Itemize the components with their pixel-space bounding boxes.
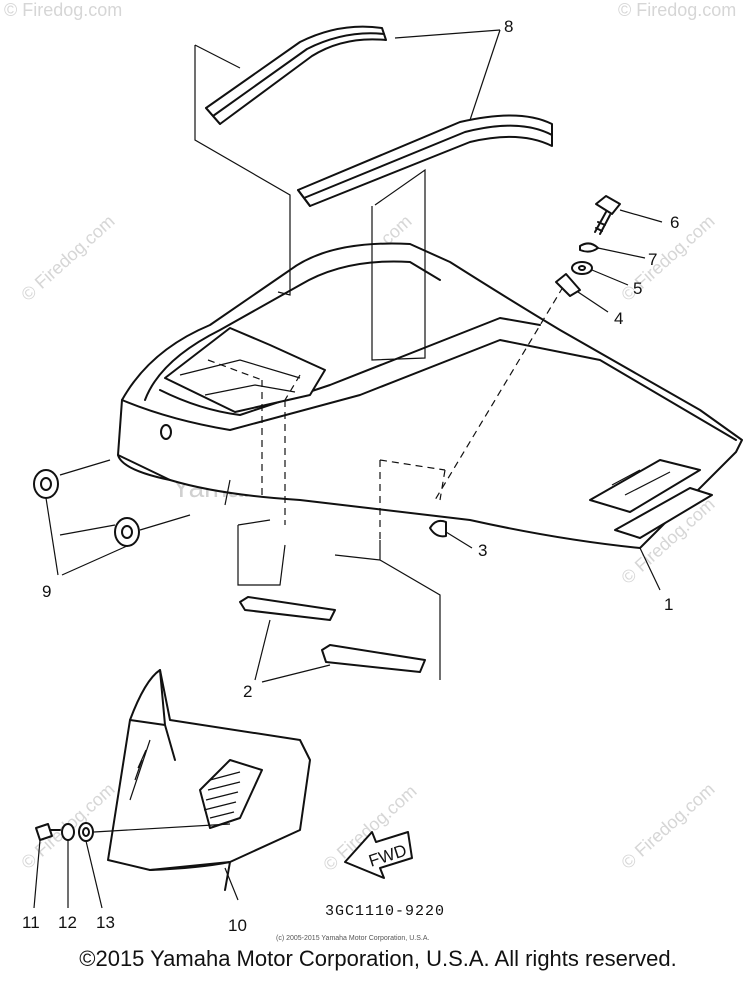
watermark-tr: © Firedog.com bbox=[618, 0, 736, 20]
part-4-grommet bbox=[555, 273, 609, 313]
tiny-copyright: (c) 2005-2015 Yamaha Motor Corporation, … bbox=[276, 935, 429, 942]
label-13: 13 bbox=[96, 913, 115, 932]
watermark-right-lower: © Firedog.com bbox=[617, 779, 718, 873]
part-6-bolt bbox=[594, 195, 663, 235]
label-leaders bbox=[394, 29, 661, 591]
part-number-labels: 8 6 7 5 4 3 1 9 2 11 12 13 10 bbox=[22, 17, 679, 935]
label-9: 9 bbox=[42, 582, 51, 601]
part-8-trim-strips bbox=[205, 25, 553, 207]
label-2: 2 bbox=[243, 682, 252, 701]
label-3: 3 bbox=[478, 541, 487, 560]
label-10: 10 bbox=[228, 916, 247, 935]
label-8: 8 bbox=[504, 17, 513, 36]
part-3-clip bbox=[429, 519, 473, 549]
drawing-code: 3GC1110-9220 bbox=[325, 903, 445, 920]
label-7: 7 bbox=[648, 250, 657, 269]
guide-lines bbox=[59, 44, 564, 680]
watermark-tl: © Firedog.com bbox=[4, 0, 122, 20]
label-5: 5 bbox=[633, 279, 642, 298]
part-10-lower-apron bbox=[107, 669, 311, 901]
footer-copyright: ©2015 Yamaha Motor Corporation, U.S.A. A… bbox=[79, 946, 677, 971]
label-4: 4 bbox=[614, 309, 623, 328]
part-9-grommets bbox=[33, 469, 140, 576]
label-12: 12 bbox=[58, 913, 77, 932]
label-1: 1 bbox=[664, 595, 673, 614]
label-11: 11 bbox=[22, 913, 40, 932]
part-5-washer bbox=[571, 261, 629, 286]
part-1-top-cowling bbox=[117, 242, 743, 549]
part-2-seal-strips bbox=[239, 596, 426, 683]
part-11-12-13-hardware bbox=[33, 822, 231, 909]
part-7-washer bbox=[579, 242, 646, 259]
label-6: 6 bbox=[670, 213, 679, 232]
watermark-left-upper: © Firedog.com bbox=[17, 211, 118, 305]
